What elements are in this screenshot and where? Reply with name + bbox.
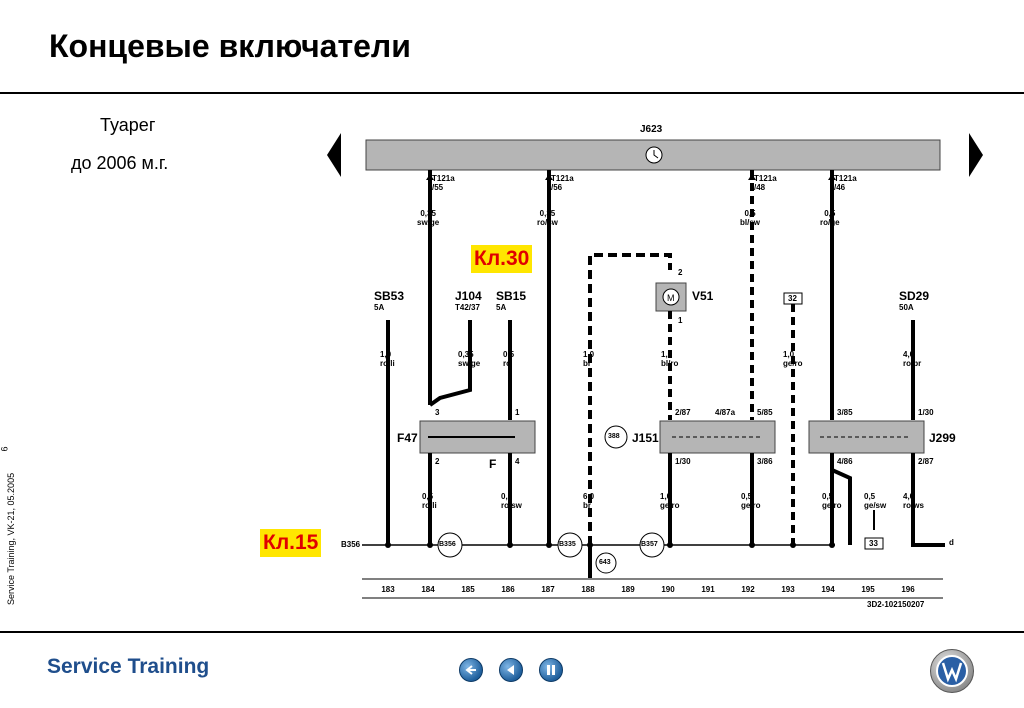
back-icon	[465, 665, 476, 675]
diagram-scroll-right-icon[interactable]	[967, 133, 983, 177]
vehicle-name: Туарег	[100, 115, 156, 135]
pause-button[interactable]	[539, 658, 563, 682]
prev-button[interactable]	[499, 658, 523, 682]
vw-logo-icon	[936, 655, 968, 687]
footer-divider	[0, 631, 1024, 633]
prev-icon	[507, 665, 514, 675]
title-divider	[0, 92, 1024, 94]
pause-icon	[547, 665, 555, 675]
back-button[interactable]	[459, 658, 483, 682]
footer-brand: Service Training	[47, 655, 210, 678]
diagram-scroll-left-icon[interactable]	[327, 133, 343, 177]
callout-kl15: Кл.15	[260, 529, 322, 557]
callout-kl30: Кл.30	[471, 245, 533, 273]
model-year: до 2006 м.г.	[71, 153, 169, 173]
vw-logo	[930, 649, 974, 693]
svg-text:M: M	[667, 293, 675, 303]
page-title: Концевые включатели	[49, 28, 411, 64]
